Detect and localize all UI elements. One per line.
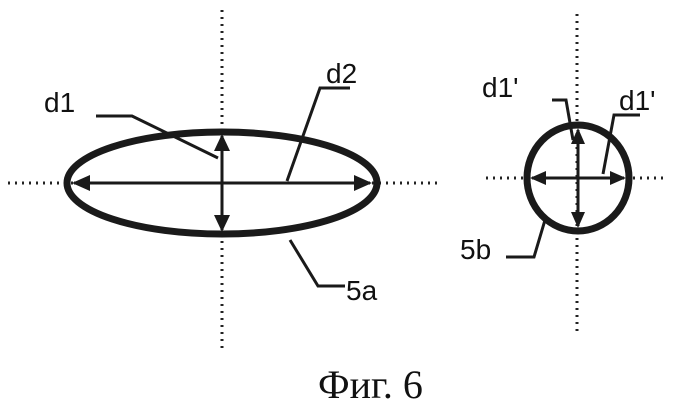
5a-leader [290,240,345,286]
label-d2: d2 [326,58,357,89]
d2-arrow-right [354,175,372,191]
5b-leader [506,220,545,257]
label-d1-prime-right: d1' [619,85,656,116]
d1-arrow-bottom [214,215,230,232]
ellipse-figure-5a: d1 d2 5a [8,10,440,352]
d1-prime-arrow-right [610,171,626,185]
figure-caption: Фиг. 6 [318,362,423,407]
label-d1: d1 [44,87,75,118]
circle-figure-5b: d1' d1' 5b [460,14,668,332]
d2-arrow-left [72,175,90,191]
label-d1-prime-left: d1' [482,72,519,103]
d1-prime-arrow-left [530,171,546,185]
d1-arrow-top [214,134,230,151]
d2-leader [287,88,350,181]
d1-prime-arrow-bottom [571,212,585,228]
label-5a: 5a [346,275,378,306]
label-5b: 5b [460,234,491,265]
